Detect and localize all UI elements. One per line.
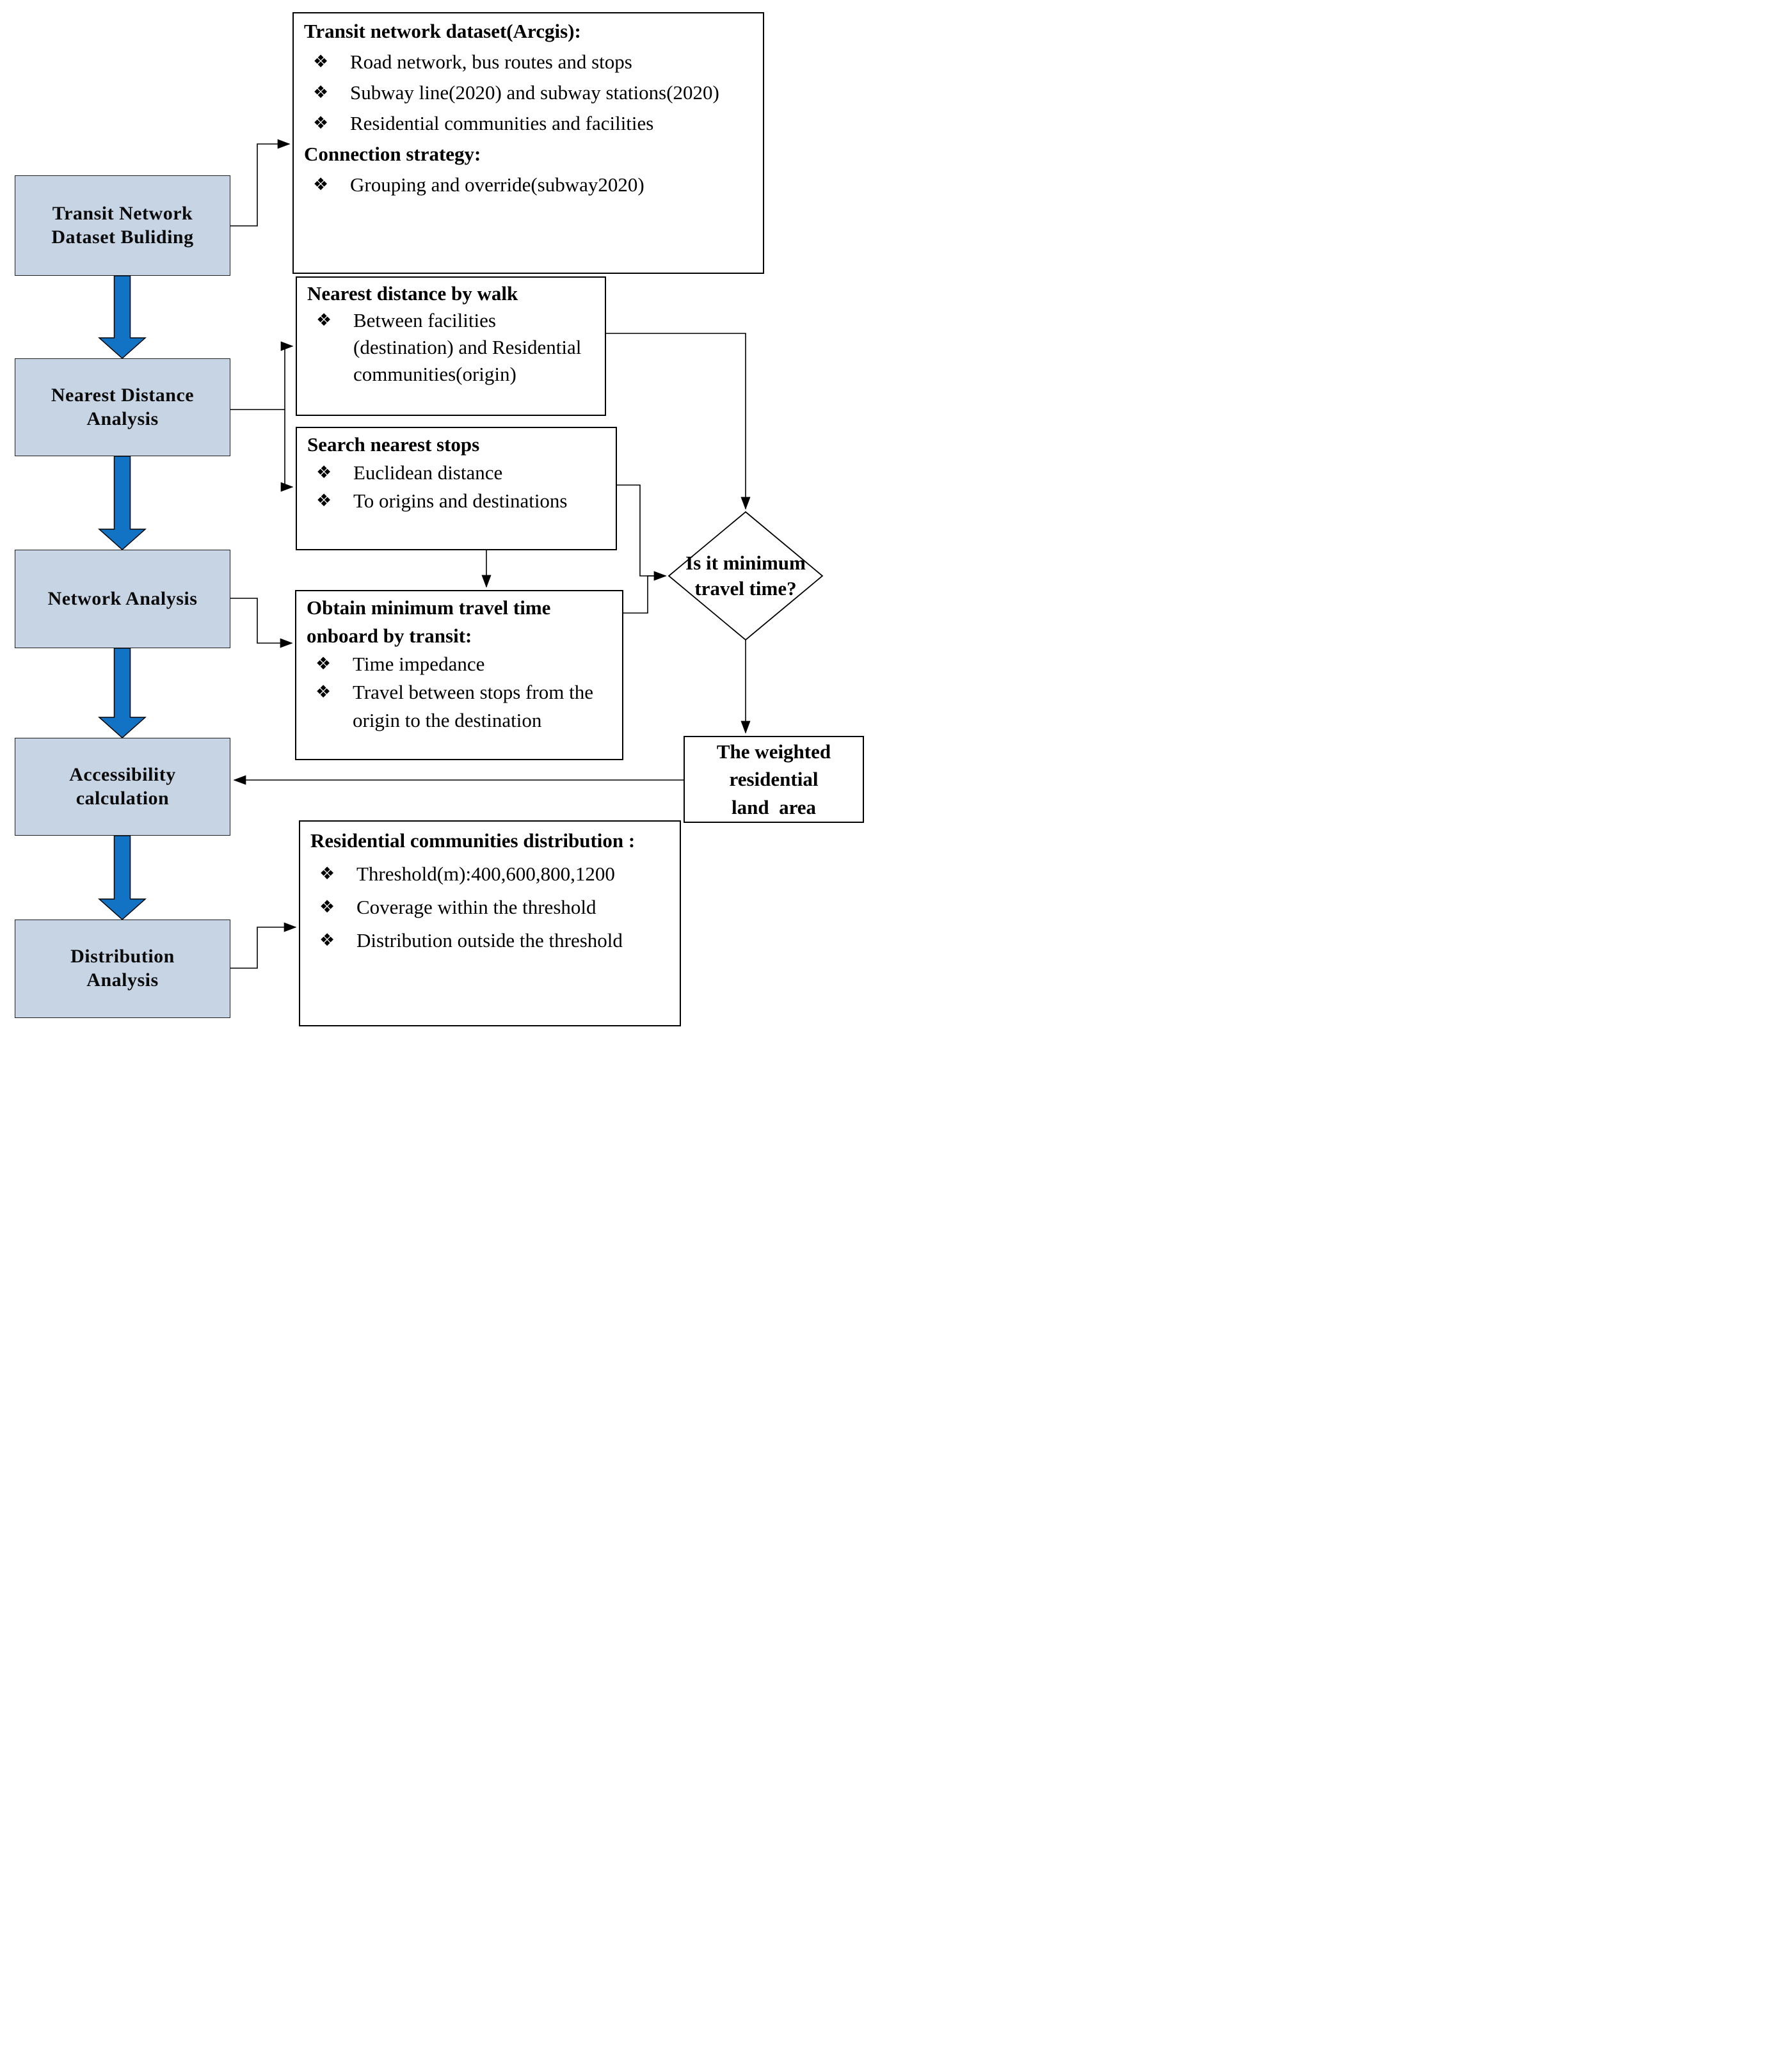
list-item: ❖ Residential communities and facilities: [300, 108, 759, 139]
flow-box-label: Distribution Analysis: [70, 946, 175, 991]
list-item: ❖ Subway line(2020) and subway stations(…: [300, 77, 759, 108]
diamond-bullet-icon: ❖: [313, 52, 329, 72]
diamond-bullet-icon: ❖: [316, 491, 332, 511]
flowchart-figure: Transit Network Dataset Buliding Nearest…: [0, 0, 896, 1032]
list-item: ❖ Euclidean distance: [303, 459, 612, 487]
connector-dataset-build-to-dataset-box: [230, 139, 291, 227]
connector-nearest-distance-to-stops-box: [280, 410, 294, 492]
step-arrow-4-icon: [98, 835, 147, 921]
diamond-bullet-icon: ❖: [319, 897, 335, 917]
detail-box-residential-distribution: Residential communities distribution : ❖…: [299, 820, 681, 1026]
list-item: ❖ Coverage within the threshold: [307, 891, 676, 924]
detail-box-search-nearest-stops: Search nearest stops ❖ Euclidean distanc…: [296, 427, 617, 550]
flow-box-nearest-distance-analysis: Nearest Distance Analysis: [15, 358, 230, 456]
diamond-bullet-icon: ❖: [313, 175, 329, 195]
list-item: ❖ Threshold(m):400,600,800,1200: [307, 857, 676, 891]
list-item: ❖ Travel between stops from the origin t…: [303, 678, 618, 735]
detail-box-nearest-distance-by-walk: Nearest distance by walk ❖ Between facil…: [296, 276, 606, 416]
diamond-bullet-icon: ❖: [313, 83, 329, 102]
connector-distribution-analysis-to-distribution-box: [230, 922, 297, 969]
detail-box-title: Residential communities distribution :: [310, 829, 636, 852]
flow-box-accessibility-calculation: Accessibility calculation: [15, 738, 230, 836]
diamond-bullet-icon: ❖: [316, 463, 332, 482]
detail-box-transit-network-dataset: Transit network dataset(Arcgis): ❖ Road …: [292, 12, 764, 274]
connector-stops-box-to-decision-left: [617, 484, 667, 581]
step-arrow-1-icon: [98, 275, 147, 360]
connector-layer: [98, 139, 824, 969]
list-item: ❖ Distribution outside the threshold: [307, 924, 676, 957]
decision-diamond-label: Is it minimum travel time?: [685, 551, 806, 600]
connector-nearest-distance-to-walk-box: [280, 341, 294, 410]
detail-box-subtitle: Connection strategy:: [304, 143, 481, 165]
connector-walk-box-to-decision-top: [606, 333, 751, 510]
detail-box-minimum-travel-time: Obtain minimum travel time onboard by tr…: [295, 590, 623, 760]
decision-diamond-shape: [668, 511, 824, 641]
diamond-bullet-icon: ❖: [316, 310, 332, 330]
list-item: ❖ Between facilities (destination) and R…: [303, 307, 601, 388]
result-box-weighted-residential-land-area: The weighted residential land area: [684, 736, 864, 823]
diamond-bullet-icon: ❖: [316, 682, 332, 702]
flow-box-label: Nearest Distance Analysis: [51, 384, 195, 429]
detail-box-title: Search nearest stops: [307, 433, 480, 456]
flow-box-label: Transit Network Dataset Buliding: [51, 202, 194, 248]
detail-box-title: Obtain minimum travel time onboard by tr…: [307, 596, 551, 647]
diamond-bullet-icon: ❖: [316, 654, 332, 674]
flow-box-network-analysis: Network Analysis: [15, 550, 230, 648]
connector-travel-box-to-decision-left-merge: [623, 575, 666, 614]
flow-box-transit-network-dataset-building: Transit Network Dataset Buliding: [15, 175, 230, 276]
detail-box-title: Nearest distance by walk: [307, 282, 518, 305]
diamond-bullet-icon: ❖: [313, 113, 329, 133]
step-arrow-2-icon: [98, 456, 147, 551]
flow-box-distribution-analysis: Distribution Analysis: [15, 920, 230, 1018]
step-arrow-3-icon: [98, 648, 147, 739]
list-item: ❖ To origins and destinations: [303, 487, 612, 515]
list-item: ❖ Grouping and override(subway2020): [300, 170, 759, 200]
connector-network-analysis-to-travel-box: [230, 598, 293, 648]
flow-box-label: Accessibility calculation: [69, 763, 176, 809]
diamond-bullet-icon: ❖: [319, 864, 335, 884]
result-box-label: The weighted residential land area: [716, 740, 831, 818]
detail-box-title: Transit network dataset(Arcgis):: [304, 20, 581, 42]
flow-box-label: Network Analysis: [47, 587, 198, 609]
diamond-bullet-icon: ❖: [319, 930, 335, 950]
list-item: ❖ Road network, bus routes and stops: [300, 47, 759, 77]
list-item: ❖ Time impedance: [303, 650, 618, 678]
